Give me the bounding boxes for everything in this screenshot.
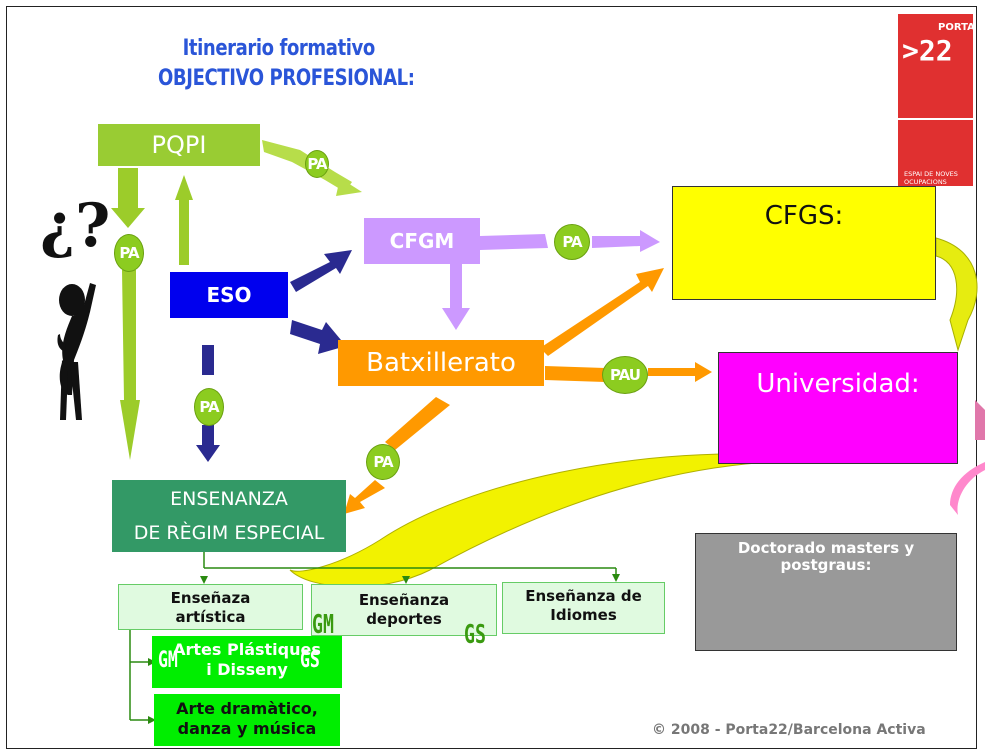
pau-badge: PAU — [602, 356, 648, 394]
logo-top: PORTA — [938, 22, 975, 33]
artistica-line1: Enseñaza — [170, 589, 251, 607]
slide-frame — [6, 6, 977, 749]
node-artistica: Enseñaza artística — [118, 584, 303, 630]
pa-badge-eso-down: PA — [194, 388, 224, 426]
gs-label-deportes: GS — [464, 620, 486, 650]
node-artes: Artes Plástiques i Disseny — [152, 636, 342, 688]
arrow-left-column-down — [120, 270, 140, 460]
logo-divider — [898, 118, 973, 120]
pa-badge-left-column: PA — [114, 234, 144, 272]
node-eso: ESO — [170, 272, 288, 318]
footer-copyright: © 2008 - Porta22/Barcelona Activa — [652, 722, 926, 738]
logo-line1: ESPAI DE NOVES — [904, 170, 958, 178]
arrow-pqpi-down — [111, 168, 145, 228]
node-ensenanza: ENSENANZA DE RÈGIM ESPECIAL — [112, 480, 346, 552]
arrow-batx-to-cfgs — [540, 268, 664, 356]
title-line2: OBJECTIVO PROFESIONAL: — [158, 66, 415, 91]
arrow-batx-to-uni-2 — [648, 362, 712, 382]
node-idiomes: Enseñanza de Idiomes — [502, 582, 665, 634]
tree-arrow-dramatico — [148, 716, 156, 724]
logo-line2: OCUPACIONS — [904, 178, 947, 186]
curve-cfgs-to-right — [935, 237, 978, 352]
doctorado-line1: Doctorado masters y — [737, 539, 915, 557]
dramatico-line2: danza y música — [177, 719, 317, 738]
pa-badge-batx-ens: PA — [366, 444, 400, 480]
ensenanza-line1: ENSENANZA — [170, 488, 288, 510]
deportes-line2: deportes — [366, 610, 442, 628]
node-cfgm: CFGM — [364, 218, 480, 264]
node-universidad: Universidad: — [718, 352, 958, 464]
arrow-batx-to-ens-1 — [385, 397, 450, 450]
tree-arrow-deportes — [402, 576, 410, 584]
arrow-eso-down-2 — [196, 425, 220, 462]
tree-arrow-artistica — [200, 576, 208, 584]
arrow-cfgm-down — [442, 262, 470, 330]
node-batxillerato: Batxillerato — [338, 340, 544, 386]
idiomes-line1: Enseñanza de — [525, 587, 642, 605]
gm-label-artes: GM — [158, 648, 178, 673]
arrow-cfgm-to-cfgs-1 — [480, 234, 548, 250]
doctorado-line2: postgraus: — [780, 556, 872, 574]
arrow-pqpi-to-cfgm-head — [336, 178, 362, 196]
gs-label-artes: GS — [300, 648, 320, 673]
node-cfgs: CFGS: — [672, 186, 936, 300]
tree-arrow-idiomes — [612, 574, 620, 582]
title-line1: Itinerario formativo — [182, 36, 376, 61]
arrow-cfgm-to-cfgs-2 — [592, 230, 660, 252]
curve-pink-lower — [950, 462, 985, 515]
curve-uni-to-right — [975, 400, 985, 440]
idiomes-line2: Idiomes — [550, 606, 617, 624]
porta22-logo: PORTA >22 ESPAI DE NOVES OCUPACIONS — [898, 14, 975, 186]
node-deportes: Enseñanza deportes — [311, 584, 497, 636]
dramatico-line1: Arte dramàtico, — [176, 699, 318, 718]
deportes-line1: Enseñanza — [358, 591, 450, 609]
ensenanza-line2: DE RÈGIM ESPECIAL — [133, 522, 325, 544]
arrow-eso-up — [175, 175, 193, 265]
title-block: Itinerario formativo OBJECTIVO PROFESION… — [158, 34, 429, 94]
curve-uni-to-ensenanza — [289, 453, 771, 588]
pa-badge-cfgm-cfgs: PA — [554, 224, 590, 260]
artes-line1: Artes Plástiques — [173, 640, 321, 659]
logo-number: >22 — [902, 34, 953, 67]
arrow-batx-to-uni-1 — [545, 366, 605, 382]
artes-line2: i Disseny — [206, 660, 288, 679]
arrow-eso-down-1 — [202, 345, 214, 375]
artistica-line2: artística — [175, 608, 246, 626]
pa-badge-pqpi-cfgm: PA — [305, 150, 329, 178]
arrow-eso-to-cfgm — [290, 250, 352, 292]
node-pqpi: PQPI — [98, 124, 260, 166]
gm-label-deportes: GM — [312, 610, 334, 640]
question-marks: ¿? — [40, 191, 111, 261]
arrow-batx-to-ens-2 — [344, 480, 385, 514]
arrow-eso-to-batx — [290, 320, 346, 354]
node-doctorado: Doctorado masters y postgraus: — [695, 533, 957, 651]
node-dramatico: Arte dramàtico, danza y música — [154, 694, 340, 746]
